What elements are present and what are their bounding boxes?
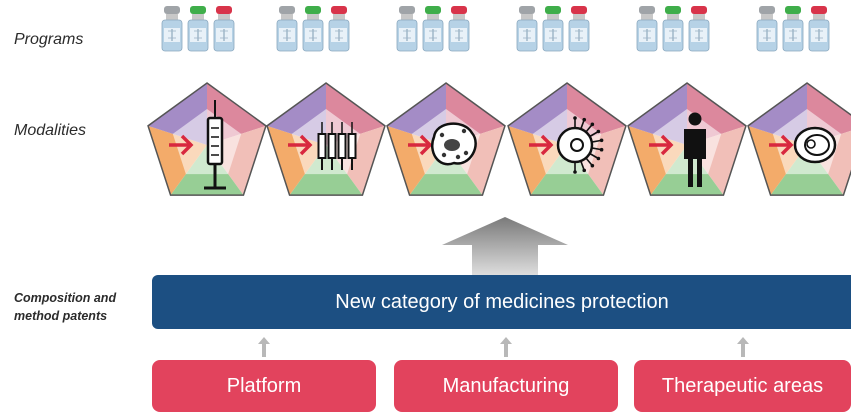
- red-arrow-icon: [649, 134, 674, 156]
- vial-icon: [276, 6, 298, 52]
- modality-pentagon: [147, 82, 267, 196]
- upward-arrow-icon: [442, 217, 568, 280]
- vial-icon: [568, 6, 590, 52]
- multi-syringe-icon: [317, 122, 357, 170]
- cell-icon: [431, 122, 477, 166]
- vial-icon: [161, 6, 183, 52]
- vial-icon: [396, 6, 418, 52]
- red-arrow-icon: [288, 134, 313, 156]
- vial-icon: [187, 6, 209, 52]
- red-arrow-icon: [169, 134, 194, 156]
- vial-group: [276, 6, 350, 52]
- platform-pill: Platform: [152, 360, 376, 412]
- program-vials: [161, 6, 830, 52]
- vial-icon: [756, 6, 778, 52]
- modality-pentagon: [507, 82, 627, 196]
- arrow-up-icon: [500, 337, 512, 357]
- manufacturing-pill: Manufacturing: [394, 360, 618, 412]
- vial-group: [516, 6, 590, 52]
- syringe-icon: [204, 100, 226, 190]
- arrow-up-icon: [258, 337, 270, 357]
- vial-icon: [688, 6, 710, 52]
- patents-label-line2: method patents: [14, 309, 108, 323]
- pillar-label: Manufacturing: [442, 374, 570, 397]
- vial-icon: [328, 6, 350, 52]
- modality-pentagon: [266, 82, 386, 196]
- patents-label: Composition and method patents: [14, 289, 154, 325]
- modalities-label: Modalities: [14, 122, 87, 139]
- modality-pentagons: [147, 82, 851, 196]
- patents-label-line1: Composition and: [14, 291, 117, 305]
- red-arrow-icon: [529, 134, 554, 156]
- vial-group: [636, 6, 710, 52]
- vial-icon: [782, 6, 804, 52]
- programs-label: Programs: [14, 31, 84, 48]
- vial-icon: [662, 6, 684, 52]
- vial-icon: [636, 6, 658, 52]
- immune-cell-icon: [556, 116, 604, 174]
- modality-pentagon: [386, 82, 506, 196]
- vial-icon: [542, 6, 564, 52]
- person-icon: [684, 112, 706, 187]
- vial-group: [756, 6, 830, 52]
- pillar-label: Therapeutic areas: [661, 374, 824, 397]
- modality-pentagon: [627, 82, 747, 196]
- vial-icon: [808, 6, 830, 52]
- patent-banner: New category of medicines protection: [152, 275, 851, 329]
- vial-icon: [422, 6, 444, 52]
- organelle-icon: [793, 126, 837, 164]
- vial-icon: [516, 6, 538, 52]
- red-arrow-icon: [408, 134, 433, 156]
- therapeutic-areas-pill: Therapeutic areas: [634, 360, 851, 412]
- vial-icon: [213, 6, 235, 52]
- modality-pentagon: [747, 82, 851, 196]
- banner-text: New category of medicines protection: [335, 290, 669, 313]
- red-arrow-icon: [769, 134, 794, 156]
- vial-icon: [448, 6, 470, 52]
- vial-group: [161, 6, 235, 52]
- vial-group: [396, 6, 470, 52]
- vial-icon: [302, 6, 324, 52]
- pillar-label: Platform: [226, 374, 302, 397]
- arrow-up-icon: [737, 337, 749, 357]
